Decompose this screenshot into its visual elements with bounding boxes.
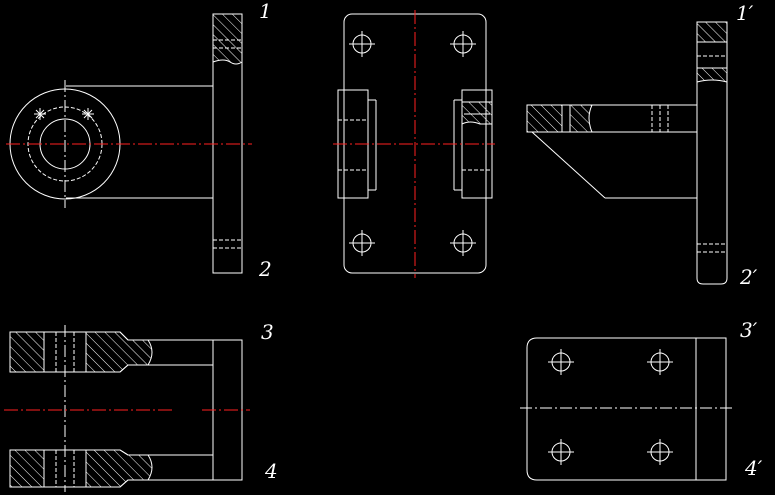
upper-section-left — [9, 331, 45, 373]
lower-section-right — [85, 449, 153, 488]
label-1: 1 — [259, 0, 272, 23]
lower-section-left — [9, 449, 45, 488]
front-flange-section — [212, 13, 243, 65]
upper-section-right — [85, 331, 153, 373]
front-view: 1 2 — [6, 0, 272, 281]
face-view — [333, 10, 495, 278]
label-2-prime: 2′ — [739, 265, 758, 289]
small-hole-marks — [34, 108, 94, 120]
plan-view: 3′ 4′ — [520, 318, 763, 481]
label-3-prime: 3′ — [740, 318, 758, 342]
label-4-prime: 4′ — [744, 456, 763, 480]
plan-plate — [526, 337, 727, 481]
side-view: 1′ 2′ — [526, 1, 758, 289]
arm-section-mid — [569, 104, 593, 133]
side-flange — [696, 21, 728, 285]
top-view: 3 4 — [4, 320, 278, 492]
right-boss-section — [461, 101, 493, 125]
arm-section-left — [526, 104, 563, 133]
label-4: 4 — [264, 459, 278, 483]
label-3: 3 — [261, 320, 274, 344]
label-2: 2 — [258, 257, 272, 281]
label-1-prime: 1′ — [736, 1, 754, 25]
